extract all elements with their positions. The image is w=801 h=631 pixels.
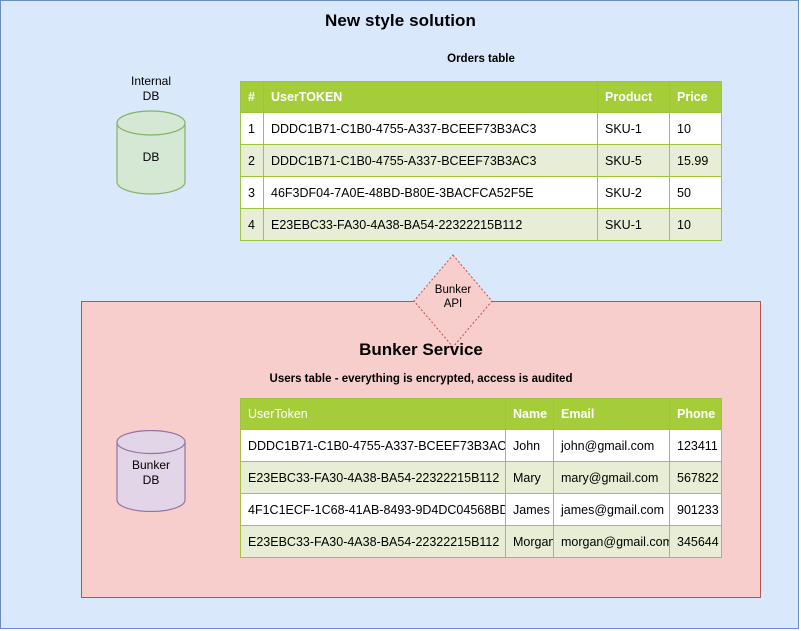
orders-col-price: Price (669, 81, 722, 113)
internal-db-cylinder: DB (116, 110, 186, 195)
users-cell-email: james@gmail.com (553, 493, 670, 526)
users-table-header-row: UserToken Name Email Phone (240, 398, 722, 430)
table-row: 4 E23EBC33-FA30-4A38-BA54-22322215B112 S… (240, 208, 722, 241)
orders-table-header-row: # UserTOKEN Product Price (240, 81, 722, 113)
orders-cell-index: 4 (240, 208, 264, 241)
users-cell-phone: 567822 (669, 461, 722, 494)
table-row: 1 DDDC1B71-C1B0-4755-A337-BCEEF73B3AC3 S… (240, 112, 722, 145)
orders-cell-price: 50 (669, 176, 722, 209)
orders-cell-token: DDDC1B71-C1B0-4755-A337-BCEEF73B3AC3 (263, 144, 598, 177)
orders-cell-price: 15.99 (669, 144, 722, 177)
database-icon (116, 110, 186, 195)
orders-cell-product: SKU-5 (597, 144, 670, 177)
bunker-db-cylinder: Bunker DB (116, 429, 186, 513)
users-cell-name: James (505, 493, 554, 526)
users-cell-token: DDDC1B71-C1B0-4755-A337-BCEEF73B3AC3 (240, 429, 506, 462)
internal-db-label: Internal DB (130, 74, 172, 103)
users-cell-name: Mary (505, 461, 554, 494)
orders-cell-price: 10 (669, 208, 722, 241)
diamond-shape-icon (413, 254, 493, 348)
users-cell-token: 4F1C1ECF-1C68-41AB-8493-9D4DC04568BD (240, 493, 506, 526)
table-row: E23EBC33-FA30-4A38-BA54-22322215B112 Mar… (240, 461, 722, 494)
users-col-token: UserToken (240, 398, 506, 430)
users-col-email: Email (553, 398, 670, 430)
users-cell-name: Morgan (505, 525, 554, 558)
orders-cell-token: 46F3DF04-7A0E-48BD-B80E-3BACFCA52F5E (263, 176, 598, 209)
bunker-api-diamond (413, 254, 493, 348)
users-cell-email: mary@gmail.com (553, 461, 670, 494)
orders-cell-price: 10 (669, 112, 722, 145)
orders-cell-token: E23EBC33-FA30-4A38-BA54-22322215B112 (263, 208, 598, 241)
users-cell-token: E23EBC33-FA30-4A38-BA54-22322215B112 (240, 525, 506, 558)
users-cell-phone: 123411 (669, 429, 722, 462)
orders-cell-token: DDDC1B71-C1B0-4755-A337-BCEEF73B3AC3 (263, 112, 598, 145)
orders-col-token: UserTOKEN (263, 81, 598, 113)
table-row: E23EBC33-FA30-4A38-BA54-22322215B112 Mor… (240, 525, 722, 558)
users-cell-phone: 901233 (669, 493, 722, 526)
users-cell-name: John (505, 429, 554, 462)
orders-cell-index: 1 (240, 112, 264, 145)
users-cell-token: E23EBC33-FA30-4A38-BA54-22322215B112 (240, 461, 506, 494)
users-cell-email: morgan@gmail.com (553, 525, 670, 558)
orders-table-caption: Orders table (447, 53, 515, 65)
users-table: UserToken Name Email Phone DDDC1B71-C1B0… (240, 398, 722, 558)
orders-col-product: Product (597, 81, 670, 113)
page-title: New style solution (324, 11, 477, 30)
table-row: 3 46F3DF04-7A0E-48BD-B80E-3BACFCA52F5E S… (240, 176, 722, 209)
users-table-caption: Users table - everything is encrypted, a… (269, 373, 573, 385)
orders-table: # UserTOKEN Product Price 1 DDDC1B71-C1B… (240, 81, 722, 241)
orders-cell-product: SKU-1 (597, 112, 670, 145)
orders-cell-product: SKU-1 (597, 208, 670, 241)
bunker-service-title: Bunker Service (359, 340, 483, 359)
table-row: 4F1C1ECF-1C68-41AB-8493-9D4DC04568BD Jam… (240, 493, 722, 526)
users-col-name: Name (505, 398, 554, 430)
orders-cell-product: SKU-2 (597, 176, 670, 209)
users-cell-phone: 345644 (669, 525, 722, 558)
users-col-phone: Phone (669, 398, 722, 430)
users-cell-email: john@gmail.com (553, 429, 670, 462)
table-row: 2 DDDC1B71-C1B0-4755-A337-BCEEF73B3AC3 S… (240, 144, 722, 177)
database-icon (116, 429, 186, 513)
orders-cell-index: 2 (240, 144, 264, 177)
orders-cell-index: 3 (240, 176, 264, 209)
orders-col-index: # (240, 81, 264, 113)
table-row: DDDC1B71-C1B0-4755-A337-BCEEF73B3AC3 Joh… (240, 429, 722, 462)
